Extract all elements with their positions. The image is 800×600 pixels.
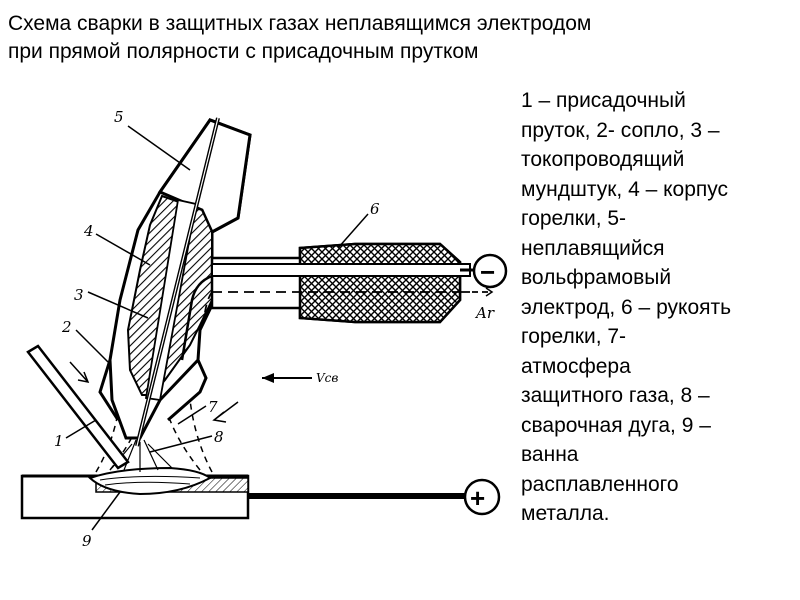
torch-handle [180, 242, 471, 361]
title-line-2: при прямой полярности с присадочным прут… [8, 40, 479, 63]
minus-symbol: − [480, 257, 495, 287]
welding-arc [111, 439, 173, 472]
positive-terminal [463, 478, 501, 516]
legend-line: 1 – присадочный [521, 89, 686, 112]
legend-line: металла. [521, 502, 610, 525]
gas-flow-arrows [69, 361, 239, 423]
legend-line: неплавящийся [521, 236, 665, 260]
positive-lead [248, 493, 468, 499]
label-3: 3 [74, 286, 84, 304]
legend-line: горелки, 5- [521, 207, 627, 230]
legend-line: защитного газа, 8 – [521, 384, 710, 407]
filler-rod [26, 344, 130, 470]
negative-terminal [472, 253, 508, 289]
label-1: 1 [54, 432, 64, 450]
plus-symbol: + [470, 483, 485, 513]
label-5: 5 [114, 108, 124, 126]
legend-line: токопроводящий [521, 148, 685, 171]
legend-line: вольфрамовый [521, 266, 672, 289]
legend-line: расплавленного [521, 472, 679, 496]
leader-lines [65, 125, 369, 531]
weld-pool-lines [99, 475, 201, 486]
legend-line: сварочная дуга, 9 – [521, 413, 711, 437]
diagram-title: Схема сварки в защитных газах неплавящим… [8, 10, 792, 66]
label-8: 8 [214, 428, 224, 446]
label-2: 2 [61, 318, 72, 336]
legend-line: мундштук, 4 – корпус [521, 177, 729, 201]
legend-line: пруток, 2- сопло, 3 – [521, 118, 720, 142]
label-4: 4 [83, 222, 94, 240]
weld-pool [88, 466, 212, 496]
title-line-1: Схема сварки в защитных газах неплавящим… [8, 12, 592, 35]
label-7: 7 [208, 398, 218, 416]
nozzle [98, 359, 208, 422]
welding-direction-arrow [262, 373, 312, 383]
legend-text: 1 – присадочный пруток, 2- сопло, 3 – то… [521, 86, 797, 529]
label-6: 6 [370, 200, 380, 218]
legend-line: ванна [521, 443, 579, 466]
velocity-label: Vсв [316, 371, 338, 385]
argon-label: Ar [474, 304, 495, 322]
legend-line: атмосфера [521, 354, 631, 378]
legend-line: горелки, 7- [521, 325, 627, 348]
label-9: 9 [82, 532, 92, 550]
legend-line: электрод, 6 – рукоять [521, 295, 732, 319]
